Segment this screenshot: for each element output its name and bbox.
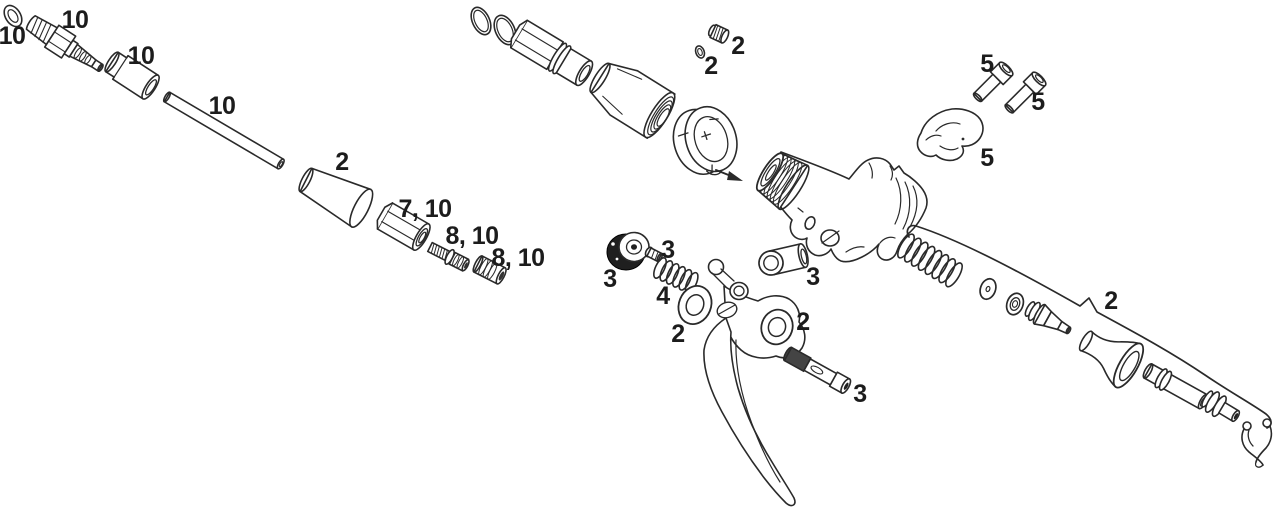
adjuster-spring <box>653 257 699 294</box>
label-tube: 10 <box>209 92 236 120</box>
lever-pivot-pin <box>782 346 852 394</box>
label-bleed-oring: 2 <box>704 52 717 80</box>
clamp-bolt-b <box>1004 71 1047 114</box>
label-hex-nut: 7, 10 <box>398 195 451 223</box>
label-barb-fitting: 10 <box>62 6 89 34</box>
kit-bracket-line <box>906 224 1272 429</box>
label-cam-bushing: 3 <box>806 263 819 291</box>
body-threaded-snout <box>755 152 810 211</box>
label-pivot-pin: 3 <box>853 380 866 408</box>
hose-clip <box>1241 418 1273 468</box>
piston-spring <box>897 233 963 288</box>
part-labels: 10 10 10 10 2 7, 10 8, 10 8, 10 2 2 5 5 … <box>0 6 1118 408</box>
bell-boot <box>1078 330 1145 389</box>
bleed-screw <box>707 23 730 44</box>
pivot-washer-right <box>760 308 794 346</box>
clamp-ring <box>672 105 738 176</box>
lever-blade <box>703 258 806 507</box>
label-internals-kit: 2 <box>1104 287 1117 315</box>
threaded-barb-fitting <box>25 15 104 73</box>
small-o-ring <box>3 4 23 28</box>
spring-disc <box>979 277 997 301</box>
hex-sleeve <box>509 19 594 87</box>
compression-sleeve <box>104 51 160 100</box>
grooved-bushing <box>1201 390 1241 423</box>
label-threaded-barb: 8, 10 <box>445 222 498 250</box>
cam-bushing <box>758 243 809 276</box>
threaded-barb <box>426 241 470 272</box>
label-boot: 2 <box>335 148 348 176</box>
label-knob: 3 <box>603 265 616 293</box>
piston <box>1024 301 1072 335</box>
bleed-o-ring <box>694 45 706 59</box>
label-clamp: 5 <box>980 144 994 172</box>
hose-tube <box>162 91 285 170</box>
hex-compression-nut <box>376 202 431 252</box>
label-spring: 4 <box>656 282 670 310</box>
adjuster-set-screw <box>644 246 664 263</box>
seal-ring <box>1005 292 1025 316</box>
label-bleed-screw: 2 <box>731 32 744 60</box>
label-oring-tl: 10 <box>0 22 25 50</box>
label-set-screw: 3 <box>661 236 674 264</box>
pivot-washer-left <box>677 285 713 325</box>
assembly-arrow-icon <box>715 169 743 181</box>
label-olive: 8, 10 <box>491 244 544 272</box>
label-washer-right: 2 <box>796 308 809 336</box>
sleeve-tube <box>1142 363 1209 410</box>
compression-olive <box>472 255 507 285</box>
lever-body <box>755 151 928 263</box>
label-sleeve: 10 <box>128 42 155 70</box>
threaded-barrel <box>589 62 676 140</box>
handlebar-clamp <box>916 108 984 162</box>
clamp-bolt-a <box>972 61 1014 103</box>
label-bolt-a: 5 <box>980 50 994 78</box>
rubber-boot <box>298 167 374 228</box>
label-washer-left: 2 <box>671 320 684 348</box>
label-bolt-b: 5 <box>1031 88 1045 116</box>
